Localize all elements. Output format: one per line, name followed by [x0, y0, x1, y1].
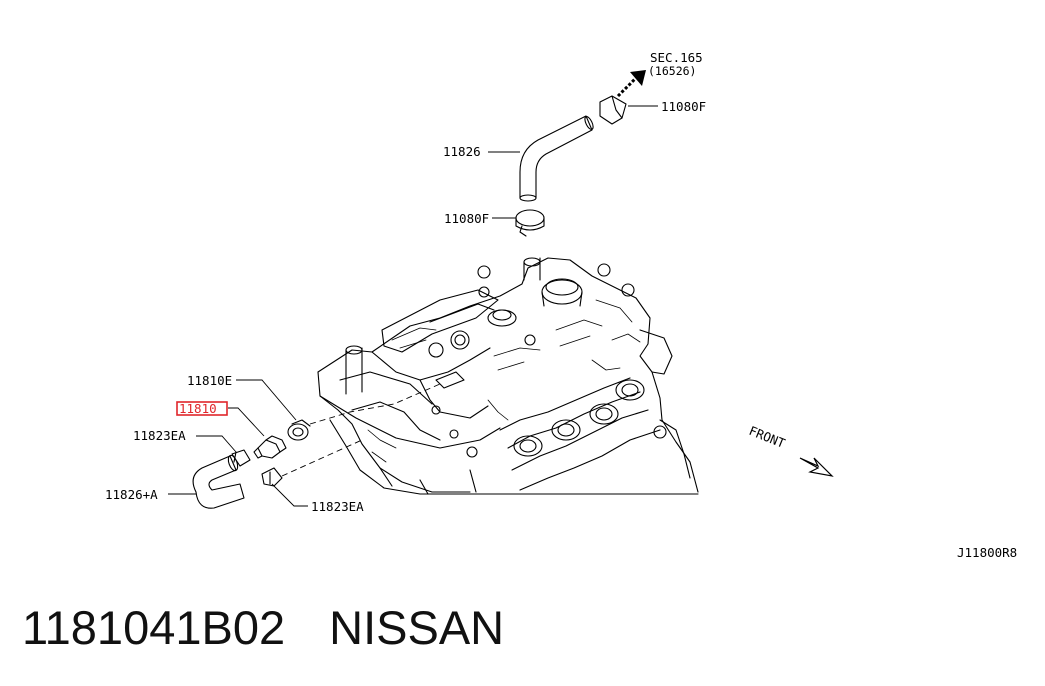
engine-head-drawing [317, 257, 699, 495]
label-hose-bottom: 11826+A [105, 487, 158, 502]
pcv-valve-drawing [253, 435, 287, 459]
part-caption: 1181041B02 NISSAN [22, 598, 504, 658]
upper-hose-drawing [519, 115, 594, 202]
install-line-lower [281, 439, 363, 477]
front-indicator: FRONT [747, 423, 834, 477]
label-clamp-mid: 11080F [444, 211, 489, 226]
lower-hose-drawing [192, 454, 245, 509]
part-number: 1181041B02 [22, 601, 286, 654]
brand-name: NISSAN [329, 601, 505, 654]
engine-detail-lines [367, 299, 641, 463]
sec-arrow [616, 70, 646, 98]
front-label: FRONT [747, 423, 788, 451]
label-sec-ref: (16526) [648, 64, 696, 78]
label-sec: SEC.165 [650, 50, 703, 65]
label-clamp-bottom: 11823EA [311, 499, 364, 514]
label-hose-top: 11826 [443, 144, 481, 159]
label-clamp-left: 11823EA [133, 428, 186, 443]
front-arrow-icon [799, 457, 834, 477]
label-pcv-valve[interactable]: 11810 [179, 401, 217, 416]
middle-clamp-drawing [515, 209, 545, 237]
label-grommet: 11810E [187, 373, 232, 388]
upper-clamp-drawing [599, 95, 627, 125]
left-clamp-drawing [231, 449, 251, 467]
leader-lines [168, 105, 658, 507]
grommet-drawing [287, 419, 311, 441]
bottom-clamp-drawing [261, 467, 283, 487]
highlight-box [176, 401, 228, 416]
diagram-code: J11800R8 [957, 545, 1017, 560]
label-clamp-top: 11080F [661, 99, 706, 114]
install-line-upper [309, 383, 441, 425]
